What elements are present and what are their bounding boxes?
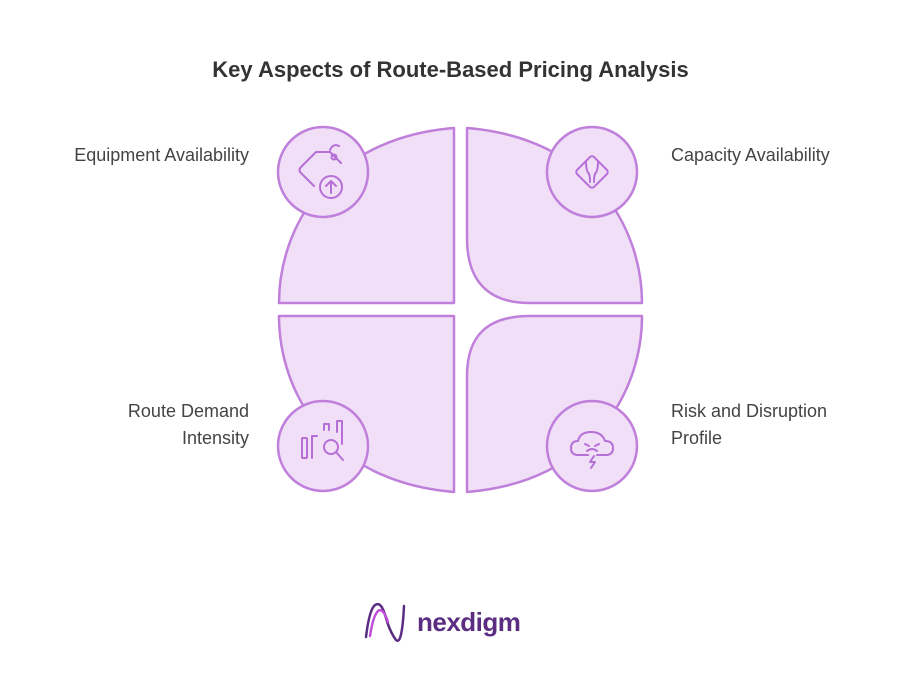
brand-name: nexdigm	[417, 606, 521, 637]
label-capacity-availability: Capacity Availability	[671, 145, 830, 165]
bar-chart-magnifier-icon	[301, 420, 344, 461]
label-risk-and-disruption-profile: Risk and Disruption Profile	[671, 401, 828, 448]
nexdigm-logo-icon	[364, 602, 406, 643]
storm-cloud-icon	[570, 431, 614, 469]
icon-circle-bottom-left	[276, 399, 370, 493]
label-equipment-availability: Equipment Availability	[74, 145, 249, 165]
price-tag-up-arrow-icon	[298, 144, 343, 199]
icon-circle-top-right	[545, 125, 639, 219]
icon-circle-bottom-right	[545, 399, 639, 493]
diagram-title: Key Aspects of Route-Based Pricing Analy…	[212, 57, 689, 82]
brand-logo: nexdigm	[363, 600, 521, 644]
icon-circle-top-left	[276, 125, 370, 219]
merge-road-sign-icon	[575, 155, 609, 189]
label-route-demand-intensity: Route Demand Intensity	[127, 401, 249, 448]
